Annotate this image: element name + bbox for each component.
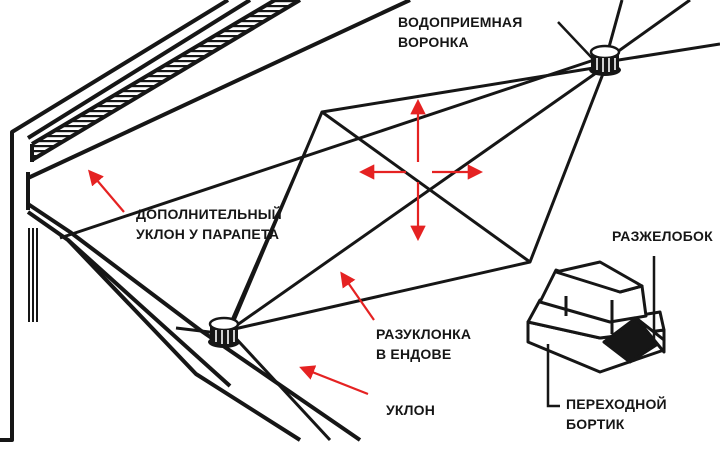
parapet-slope-label-line-2: УКЛОН У ПАРАПЕТА [136, 226, 280, 242]
funnel-label: ВОДОПРИЕМНАЯ ВОРОНКА [398, 12, 522, 52]
parapet-slope-label: ДОПОЛНИТЕЛЬНЫЙ УКЛОН У ПАРАПЕТА [136, 204, 282, 244]
slope-label-line-1: УКЛОН [386, 402, 436, 418]
cricket-icon [526, 260, 666, 374]
slope-label: УКЛОН [386, 400, 435, 420]
parapet-wall [0, 0, 411, 442]
roof-drain-funnel-icon [589, 44, 621, 76]
cricket-label: РАЗЖЕЛОБОК [612, 226, 713, 246]
valley-diamond [228, 0, 720, 442]
funnel-label-line-1: ВОДОПРИЕМНАЯ [398, 14, 523, 30]
valley-slope-label: РАЗУКЛОНКА В ЕНДОВЕ [376, 324, 471, 364]
slope-arrows [88, 98, 484, 396]
valley-slope-label-line-2: В ЕНДОВЕ [376, 346, 452, 362]
arrow-icon [299, 365, 369, 396]
valley-slope-label-line-1: РАЗУКЛОНКА [376, 326, 472, 342]
transition-curb-label-line-1: ПЕРЕХОДНОЙ [566, 396, 667, 412]
roof-drain-funnel-icon [208, 316, 240, 348]
transition-curb-label: ПЕРЕХОДНОЙ БОРТИК [566, 394, 667, 434]
arrow-icon [340, 271, 375, 321]
pointer-lines [546, 21, 656, 408]
cricket-label-line-1: РАЗЖЕЛОБОК [612, 228, 713, 244]
funnel-label-line-2: ВОРОНКА [398, 34, 469, 50]
arrow-icon [88, 169, 125, 213]
parapet-slope-label-line-1: ДОПОЛНИТЕЛЬНЫЙ [136, 206, 282, 222]
transition-curb-label-line-2: БОРТИК [566, 416, 625, 432]
